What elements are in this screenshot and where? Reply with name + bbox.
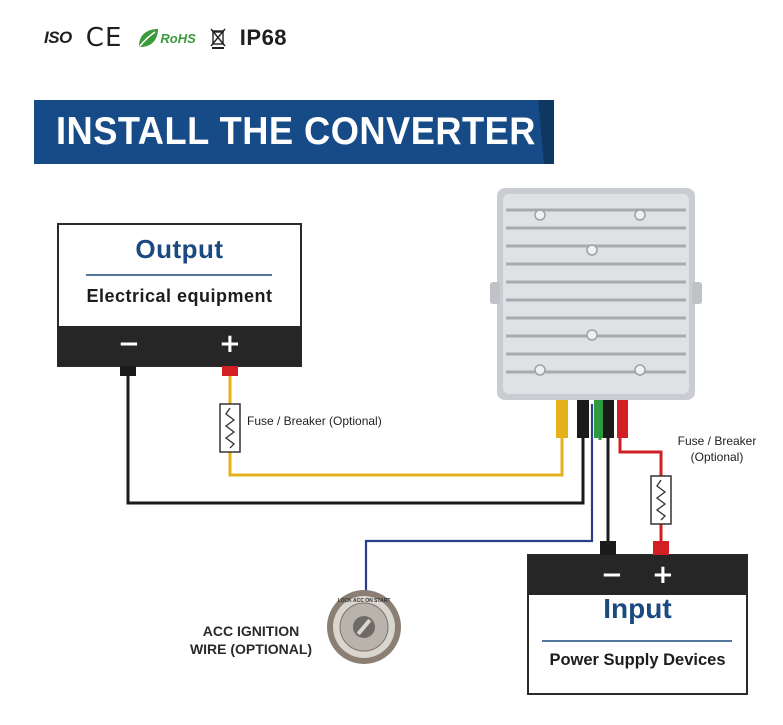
wire-yellow-output-2 bbox=[228, 404, 564, 477]
wire-blue-acc bbox=[364, 404, 594, 592]
certification-bar: ISO CE RoHS IP68 bbox=[44, 18, 287, 58]
output-subtitle: Electrical equipment bbox=[86, 286, 273, 306]
fuse-input-label-line1: Fuse / Breaker bbox=[677, 434, 757, 448]
page-title: INSTALL THE CONVERTER bbox=[56, 110, 536, 153]
wire-black-output bbox=[126, 372, 585, 505]
weee-bin-icon bbox=[210, 28, 226, 49]
fuse-input-icon bbox=[650, 475, 672, 525]
input-pos-terminal bbox=[653, 541, 669, 555]
ce-mark: CE bbox=[85, 23, 123, 53]
input-title: Input bbox=[603, 593, 672, 624]
fuse-output-icon bbox=[219, 403, 241, 453]
acc-label-line2: WIRE (OPTIONAL) bbox=[189, 641, 313, 657]
banner-shape bbox=[34, 100, 554, 164]
output-title: Output bbox=[135, 234, 224, 264]
ignition-switch-icon bbox=[327, 590, 401, 664]
iso-mark: ISO bbox=[44, 28, 72, 47]
acc-label-line1: ACC IGNITION bbox=[202, 623, 300, 639]
stub-red bbox=[617, 398, 628, 438]
output-box-frame bbox=[57, 223, 302, 367]
input-device: Input Power Supply Devices bbox=[528, 555, 747, 694]
input-box-frame bbox=[527, 554, 748, 695]
fuse-input-label-line2: (Optional) bbox=[690, 450, 744, 464]
switch-positions-label: LOCK ACC ON START bbox=[337, 598, 391, 604]
rohs-label: RoHS bbox=[160, 30, 196, 46]
input-subtitle: Power Supply Devices bbox=[549, 651, 726, 669]
converter-fins bbox=[506, 208, 686, 374]
output-negative-label: − bbox=[118, 329, 140, 359]
ip-rating: IP68 bbox=[239, 25, 288, 50]
stub-black-1 bbox=[577, 398, 589, 438]
fuse-input-label: Fuse / Breaker (Optional) bbox=[662, 433, 772, 465]
converter-unit bbox=[490, 188, 702, 400]
output-pos-terminal bbox=[222, 366, 238, 376]
input-positive-label: + bbox=[652, 560, 674, 590]
output-device: Output Electrical equipment bbox=[58, 224, 301, 326]
input-negative-label: − bbox=[601, 560, 623, 590]
fuse-output-label: Fuse / Breaker (Optional) bbox=[247, 414, 382, 428]
output-positive-label: + bbox=[219, 329, 241, 359]
leaf-icon bbox=[139, 29, 159, 47]
stub-black-2 bbox=[603, 398, 614, 438]
acc-ignition-label: ACC IGNITION WIRE (OPTIONAL) bbox=[176, 622, 326, 658]
stub-yellow bbox=[556, 398, 568, 438]
rohs-mark: RoHS bbox=[136, 26, 196, 50]
input-neg-terminal bbox=[600, 541, 616, 555]
title-banner: INSTALL THE CONVERTER bbox=[34, 100, 554, 164]
output-neg-terminal bbox=[120, 366, 136, 376]
